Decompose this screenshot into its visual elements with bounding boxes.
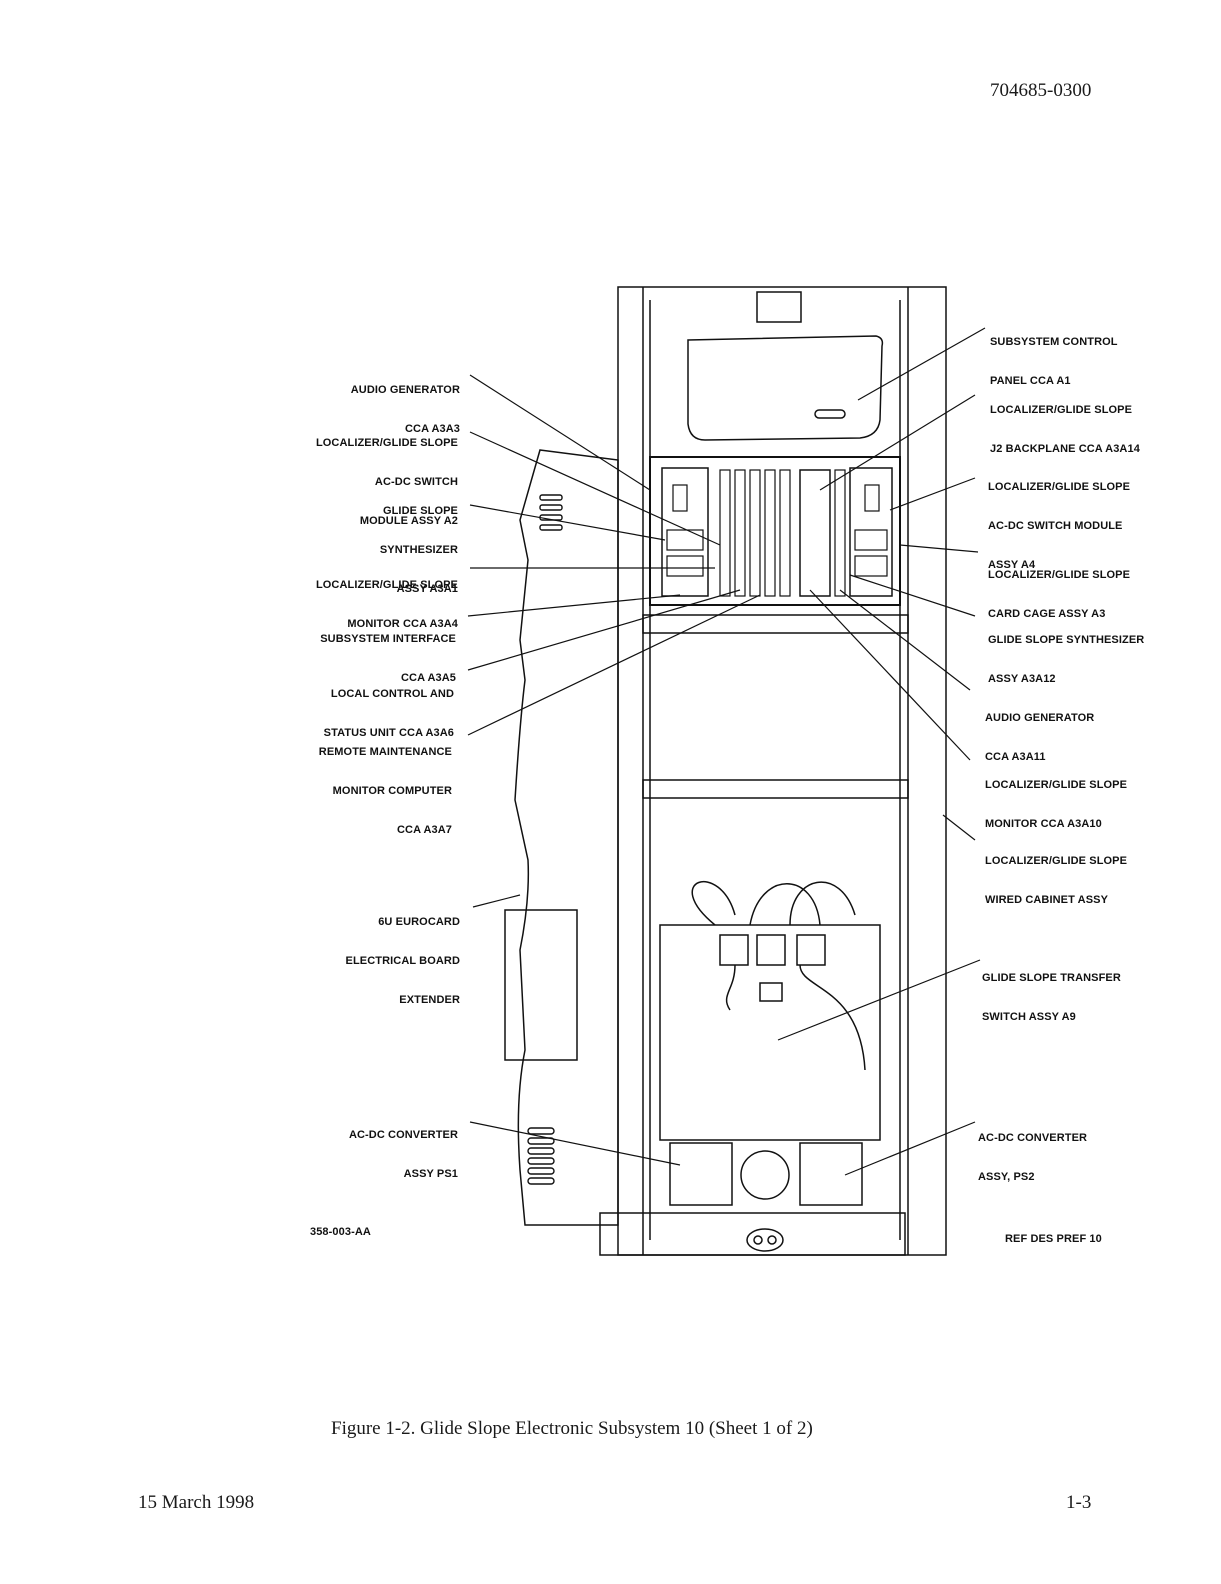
label-gs-synth-a3a1: GLIDE SLOPE SYNTHESIZER ASSY A3A1 bbox=[379, 505, 458, 595]
label-rmmc-a3a7: REMOTE MAINTENANCE MONITOR COMPUTER CCA … bbox=[318, 746, 452, 836]
label-acdc-switch-a2: LOCALIZER/GLIDE SLOPE AC-DC SWITCH MODUL… bbox=[315, 437, 458, 527]
label-control-panel-a1: SUBSYSTEM CONTROL PANEL CCA A1 bbox=[990, 336, 1118, 387]
label-gs-synth-a3a12: GLIDE SLOPE SYNTHESIZER ASSY A3A12 bbox=[988, 634, 1145, 685]
label-acdc-switch-a4: LOCALIZER/GLIDE SLOPE AC-DC SWITCH MODUL… bbox=[988, 481, 1131, 571]
label-acdc-converter-ps1: AC-DC CONVERTER ASSY PS1 bbox=[348, 1129, 458, 1180]
leader-lines bbox=[467, 327, 986, 1176]
card-cage-a3-shape bbox=[649, 456, 901, 606]
label-monitor-a3a10: LOCALIZER/GLIDE SLOPE MONITOR CCA A3A10 bbox=[985, 779, 1128, 830]
cabinet-door bbox=[514, 449, 619, 1226]
label-backplane-a3a14: LOCALIZER/GLIDE SLOPE J2 BACKPLANE CCA A… bbox=[990, 404, 1140, 455]
document-number: 704685-0300 bbox=[990, 80, 1092, 101]
label-acdc-converter-ps2: AC-DC CONVERTER ASSY, PS2 bbox=[978, 1132, 1088, 1183]
label-lcsu-a3a6: LOCAL CONTROL AND STATUS UNIT CCA A3A6 bbox=[323, 688, 454, 739]
figure-caption: Figure 1-2. Glide Slope Electronic Subsy… bbox=[331, 1418, 813, 1439]
reference-designator-note: REF DES PREF 10 bbox=[1005, 1233, 1102, 1245]
acdc-converter-ps2-shape bbox=[799, 1142, 863, 1206]
page-number: 1-3 bbox=[1066, 1492, 1092, 1513]
transfer-switch-a9-shape bbox=[659, 924, 881, 1141]
label-monitor-a3a4: LOCALIZER/GLIDE SLOPE MONITOR CCA A3A4 bbox=[315, 579, 458, 630]
acdc-converter-ps1-shape bbox=[669, 1142, 733, 1206]
footer-date: 15 March 1998 bbox=[138, 1492, 255, 1513]
control-panel-a1-shape bbox=[687, 335, 884, 441]
label-eurocard-extender: 6U EUROCARD ELECTRICAL BOARD EXTENDER bbox=[345, 916, 460, 1006]
label-card-cage-a3: LOCALIZER/GLIDE SLOPE CARD CAGE ASSY A3 bbox=[988, 569, 1131, 620]
cabinet-frame bbox=[617, 286, 947, 1256]
label-wired-cabinet: LOCALIZER/GLIDE SLOPE WIRED CABINET ASSY bbox=[985, 855, 1128, 906]
label-interface-a3a5: SUBSYSTEM INTERFACE CCA A3A5 bbox=[320, 633, 456, 684]
label-audio-generator-a3a11: AUDIO GENERATOR CCA A3A11 bbox=[985, 712, 1095, 763]
label-transfer-switch-a9: GLIDE SLOPE TRANSFER SWITCH ASSY A9 bbox=[982, 972, 1121, 1023]
label-audio-generator-a3a3: AUDIO GENERATOR CCA A3A3 bbox=[350, 384, 460, 435]
top-window bbox=[756, 291, 802, 323]
drawing-number: 358-003-AA bbox=[310, 1226, 371, 1238]
